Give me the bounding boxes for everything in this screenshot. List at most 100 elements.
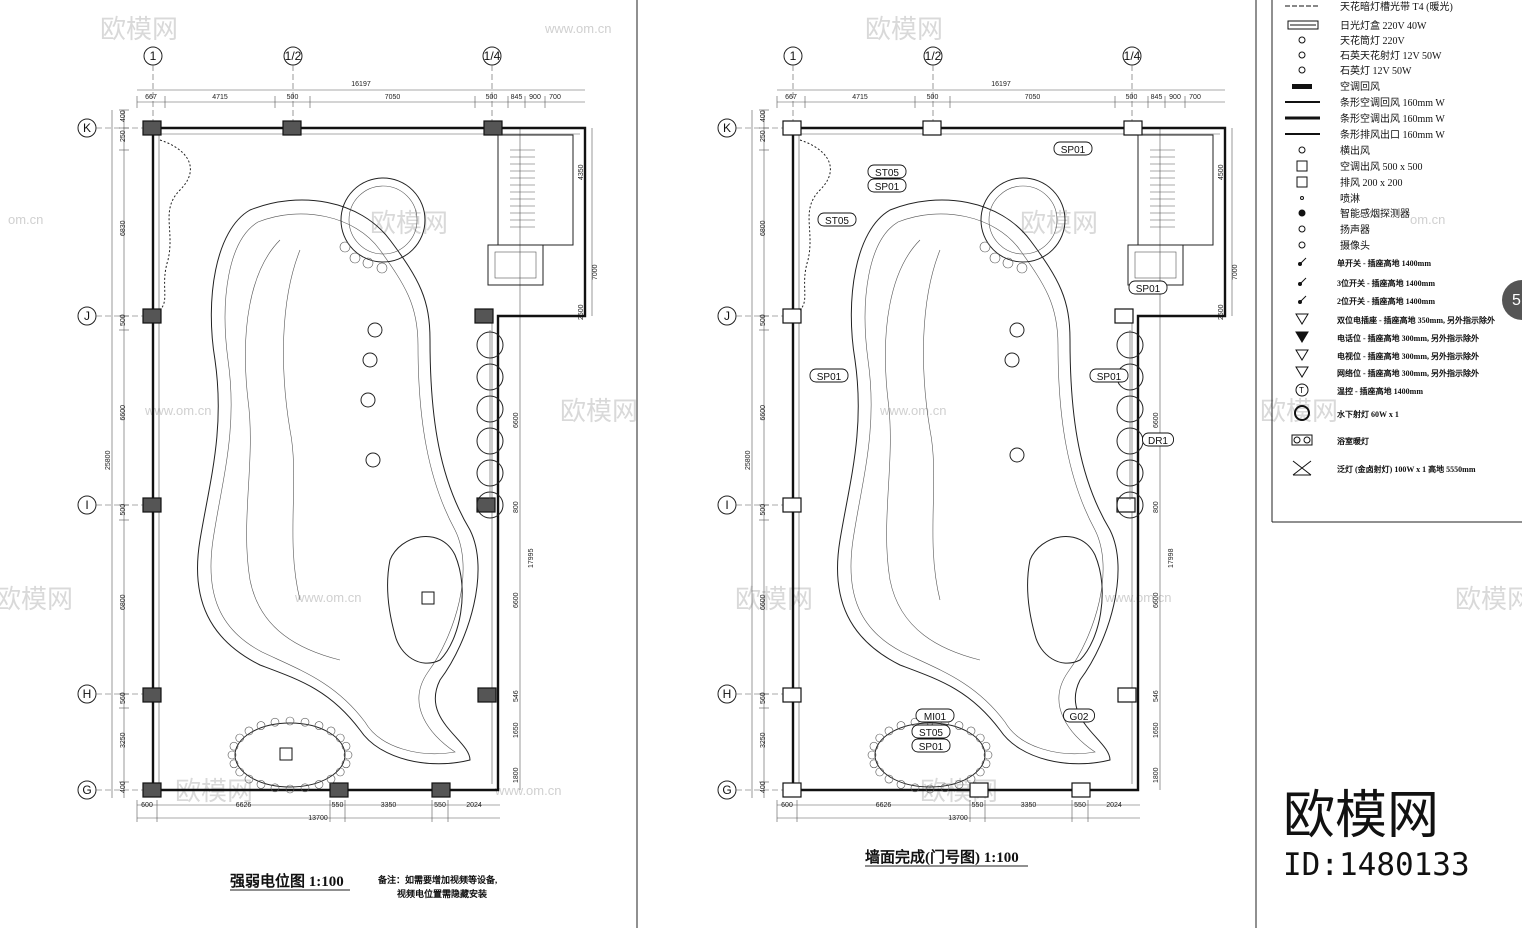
rock (869, 759, 879, 769)
brand-id: ID:1480133 (1283, 847, 1470, 883)
column (1071, 782, 1091, 798)
quartz-lamp-icon (1298, 66, 1306, 74)
plan-note: 备注：如需要增加视频等设备, (377, 874, 497, 885)
column (474, 308, 494, 324)
rock (341, 759, 351, 769)
dim-text: 4715 (212, 94, 228, 101)
dim-text: 250 (120, 130, 127, 142)
dim-text: 400 (120, 781, 127, 793)
dim-text: 7000 (592, 264, 599, 280)
tag-frame (1089, 368, 1129, 383)
page-marker[interactable]: 5 (1512, 292, 1521, 309)
rock (884, 726, 894, 736)
rock (869, 741, 879, 751)
dim-text: 667 (785, 94, 797, 101)
dim-text: 3250 (760, 732, 767, 748)
axis-label: K (83, 121, 91, 135)
legend-label: 条形空调回风 160mm W (1340, 96, 1445, 109)
plan-note: 视频电位置需隐藏安装 (397, 888, 488, 899)
stepping-stone (1002, 257, 1014, 269)
dim-text: 7050 (385, 94, 401, 101)
stair (497, 134, 574, 246)
watermark-url: www.om.cn (544, 21, 611, 36)
rock (975, 733, 985, 743)
tag-frame (915, 708, 955, 723)
column (969, 782, 989, 798)
dim-text: 6600 (1153, 592, 1160, 608)
rock (343, 750, 353, 760)
dim-text: 400 (760, 110, 767, 122)
watermark-url: www.om.cn (879, 403, 946, 418)
tag-frame (1063, 708, 1095, 723)
axis-label: I (725, 498, 728, 512)
tag-label: ST05 (875, 168, 899, 179)
tag-label: SP01 (1061, 145, 1086, 156)
dim-text: 500 (760, 314, 767, 326)
rock (256, 721, 266, 730)
dim-text: 16197 (991, 81, 1011, 88)
dim-text: 6626 (876, 802, 892, 809)
stair (1137, 134, 1214, 246)
column (476, 497, 496, 513)
dim-text: 845 (511, 94, 523, 101)
underwater-light (367, 322, 383, 338)
legend-label: 空调出风 500 x 500 (1340, 160, 1423, 173)
underwater-light (360, 392, 376, 408)
legend-label: 3位开关 - 插座高地 1400mm (1337, 278, 1435, 288)
dim-text: 6800 (760, 220, 767, 236)
legend-label: 日光灯盒 220V 40W (1340, 19, 1427, 32)
tag-label: DR1 (1148, 436, 1168, 447)
island-inner (348, 185, 418, 255)
dim-text: 2024 (466, 802, 482, 809)
stepping-stone (376, 262, 388, 274)
rock (235, 767, 245, 777)
fluorescent-box-icon (1287, 20, 1319, 30)
legend-label: 天花筒灯 220V (1340, 34, 1406, 47)
rock (235, 733, 245, 743)
page-marker-circle[interactable] (1502, 280, 1522, 320)
rock (326, 774, 336, 784)
rock (229, 759, 239, 769)
axis-label: J (84, 309, 90, 323)
watermark-url: www.om.cn (494, 783, 561, 798)
column (142, 687, 162, 703)
tag-label: SP01 (1097, 372, 1122, 383)
tag-label: SP01 (919, 742, 944, 753)
island (980, 177, 1066, 263)
dim-text: 550 (434, 802, 446, 809)
dim-text: 800 (513, 501, 520, 513)
tag-frame (809, 368, 849, 383)
underwater-light-icon (1294, 405, 1310, 421)
legend-label: 石英灯 12V 50W (1340, 64, 1412, 77)
rock (954, 780, 964, 789)
legend-label: 2位开关 - 插座高地 1400mm (1337, 296, 1435, 306)
tag-frame (867, 164, 907, 179)
sprinkler-icon (1300, 196, 1304, 200)
column (1123, 120, 1143, 136)
watermark-brand: 欧模网 (370, 208, 448, 238)
dim-text: 1800 (1153, 767, 1160, 783)
axis-label: G (82, 783, 91, 797)
dim-text: 6600 (513, 412, 520, 428)
column (782, 120, 802, 136)
pool-contour (283, 249, 301, 601)
dim-text: 6600 (760, 405, 767, 421)
pool-outer (197, 199, 479, 765)
column (329, 782, 349, 798)
column (782, 687, 802, 703)
rock (910, 783, 920, 793)
legend-label: 排风 200 x 200 (1340, 176, 1403, 189)
legend-label: 石英天花射灯 12V 50W (1340, 49, 1442, 62)
dim-text: 3250 (120, 732, 127, 748)
watermark-url: www.om.cn (144, 403, 211, 418)
dim-text: 1800 (513, 767, 520, 783)
dim-text: 800 (1153, 501, 1160, 513)
legend-label: 条形空调出风 160mm W (1340, 112, 1445, 125)
speaker-icon (1298, 225, 1306, 233)
dim-text: 6600 (120, 405, 127, 421)
rock (314, 780, 324, 789)
lower-lobe (1027, 536, 1103, 664)
legend-label: 扬声器 (1340, 223, 1370, 236)
dim-text: 500 (1126, 94, 1138, 101)
island-inner (988, 185, 1058, 255)
